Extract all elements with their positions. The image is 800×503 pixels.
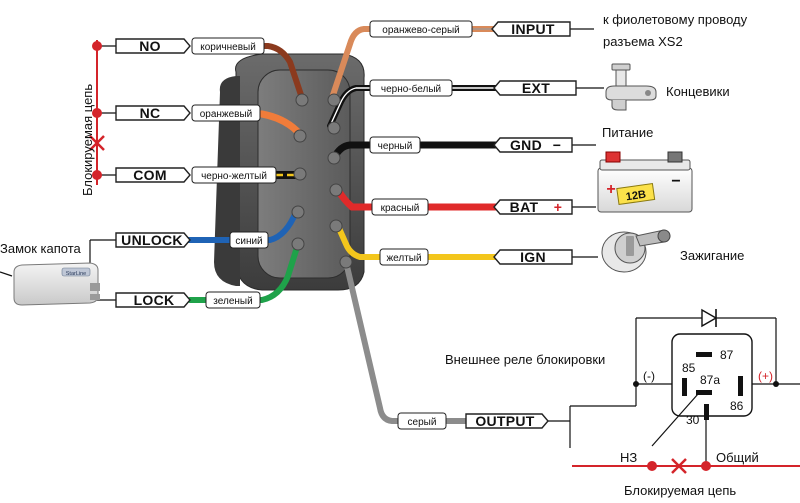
pin-ign-wire: желтый	[386, 253, 421, 264]
pin-unlock-name: UNLOCK	[121, 232, 183, 248]
pin-ign: желтый IGN	[379, 248, 573, 266]
pin-bat: красный BAT +	[371, 198, 573, 216]
wire-no	[225, 43, 305, 101]
door-switches-label: Концевики	[666, 84, 730, 99]
input-note-line2: разъема XS2	[603, 34, 683, 49]
pin-lock-wire: зеленый	[213, 296, 252, 307]
blocked-circuit-bottom	[572, 458, 800, 474]
relay-minus-label: (-)	[643, 369, 655, 383]
relay-pin-87a: 87a	[700, 373, 720, 387]
pin-bat-name: BAT	[510, 199, 539, 215]
pin-input-wire: оранжево-серый	[382, 25, 459, 36]
relay-plus-label: (+)	[758, 369, 773, 383]
pin-com: COM черно-желтый	[115, 166, 277, 184]
bat-plus-sign: +	[554, 199, 562, 215]
relay-title: Внешнее реле блокировки	[445, 352, 605, 367]
left-pin-labels: NO коричневый NC оранжевый COM черно-жел…	[115, 37, 277, 309]
battery-plus-text: +	[606, 181, 615, 198]
pin-gnd-name: GND	[510, 137, 542, 153]
pin-lock: LOCK зеленый	[115, 291, 261, 309]
relay-pin-85: 85	[682, 361, 696, 375]
pin-input-name: INPUT	[511, 21, 555, 37]
door-switch-icon	[605, 63, 657, 111]
relay-pin-30: 30	[686, 413, 700, 427]
gnd-minus-sign: −	[553, 137, 561, 153]
pin-ext-name: EXT	[522, 80, 550, 96]
break-x-icon	[89, 135, 105, 151]
pin-input: оранжево-серый INPUT	[369, 20, 571, 38]
battery-minus-text: −	[671, 173, 680, 190]
relay-pin-87: 87	[720, 348, 734, 362]
wire-ign	[335, 223, 503, 260]
pin-com-name: COM	[133, 167, 167, 183]
pin-gnd-wire: черный	[378, 141, 413, 152]
pin-lock-name: LOCK	[134, 292, 175, 308]
pin-output-name: OUTPUT	[475, 413, 534, 429]
device-brand-text: StarLine	[66, 271, 87, 277]
nc-label: НЗ	[620, 450, 637, 465]
pin-output: серый OUTPUT	[397, 412, 549, 430]
right-wires	[327, 26, 604, 424]
pin-no: NO коричневый	[115, 37, 265, 55]
battery-icon: + − 12В	[597, 151, 693, 213]
pin-ext-wire: черно-белый	[381, 83, 441, 95]
pin-bat-wire: красный	[381, 203, 420, 214]
pin-output-wire: серый	[408, 417, 437, 428]
wire-nc	[224, 110, 302, 136]
pin-ext: черно-белый EXT	[369, 79, 577, 97]
pin-unlock: UNLOCK синий	[115, 231, 269, 249]
pin-nc-wire: оранжевый	[200, 109, 253, 120]
power-label: Питание	[602, 125, 653, 140]
pin-nc-name: NC	[140, 105, 161, 121]
wire-output	[343, 259, 469, 424]
hood-lock-label: Замок капота	[0, 241, 82, 256]
pin-no-wire: коричневый	[200, 42, 256, 53]
blocked-circuit-vertical-label: Блокируемая цепь	[80, 84, 95, 196]
pin-com-wire: черно-желтый	[201, 171, 267, 182]
pin-gnd: черный GND −	[369, 136, 573, 154]
wire-lock	[187, 241, 301, 303]
relay-circuit: 85 87 87a 86 30 (-) (+)	[548, 308, 800, 466]
hood-lock-module: Замок капота StarLine	[0, 241, 100, 306]
battery-label: 12В	[625, 189, 647, 204]
relay-pin-86: 86	[730, 399, 744, 413]
blocked-circuit-bottom-label: Блокируемая цепь	[624, 483, 736, 498]
right-pin-labels: оранжево-серый INPUT черно-белый EXT чер…	[369, 20, 577, 430]
input-note-line1: к фиолетовому проводу	[603, 12, 748, 27]
pin-contacts	[291, 93, 353, 269]
pin-unlock-wire: синий	[235, 236, 262, 247]
diode-icon	[701, 308, 718, 328]
common-label: Общий	[716, 450, 759, 465]
break-x-icon	[671, 458, 687, 474]
ignition-icon	[601, 229, 671, 273]
pin-ign-name: IGN	[520, 249, 546, 265]
ignition-label: Зажигание	[680, 248, 744, 263]
pin-nc: NC оранжевый	[115, 104, 261, 122]
blocked-circuit-left	[89, 40, 105, 185]
wire-input	[329, 26, 501, 101]
pin-no-name: NO	[139, 38, 161, 54]
